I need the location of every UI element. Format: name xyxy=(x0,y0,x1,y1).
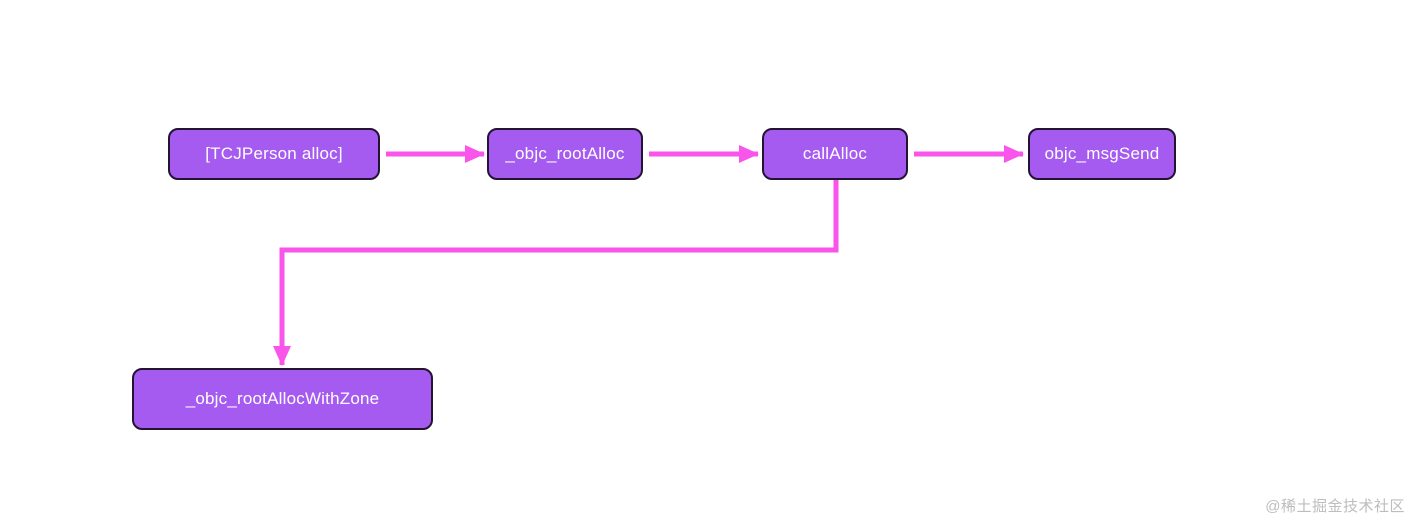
flow-node-callalloc: callAlloc xyxy=(762,128,908,180)
flow-node-tcjperson-alloc: [TCJPerson alloc] xyxy=(168,128,380,180)
flow-node-objc-rootallocwithzone: _objc_rootAllocWithZone xyxy=(132,368,433,430)
watermark-text: @稀土掘金技术社区 xyxy=(1265,498,1405,515)
flow-edge-callalloc-to-objc-rootallocwithzone xyxy=(273,180,839,366)
flow-node-objc-msgsend: objc_msgSend xyxy=(1028,128,1176,180)
flow-node-objc-rootalloc: _objc_rootAlloc xyxy=(487,128,643,180)
